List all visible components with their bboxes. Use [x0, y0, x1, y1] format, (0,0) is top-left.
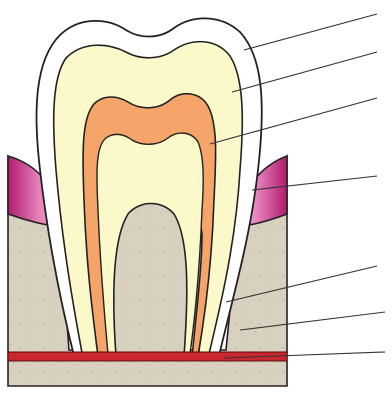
inter-root-bone [114, 204, 187, 357]
artery-band [8, 352, 287, 361]
leader-line-enamel [244, 14, 377, 50]
